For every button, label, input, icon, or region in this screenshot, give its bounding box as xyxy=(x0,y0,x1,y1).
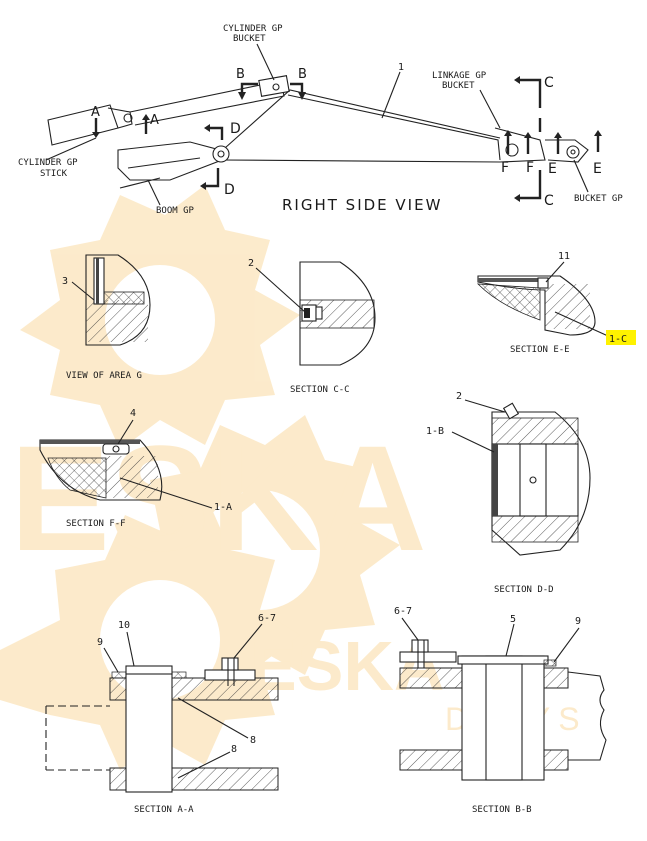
cut-d-bottom: D xyxy=(224,182,237,198)
cut-e-left: E xyxy=(548,161,559,177)
cut-e-right: E xyxy=(593,161,604,177)
a-a-title: SECTION A-A xyxy=(134,805,194,815)
f-f-callout-1a: 1-A xyxy=(214,502,232,513)
area-g-title: VIEW OF AREA G xyxy=(66,371,142,381)
b-b-callout-6-7: 6-7 xyxy=(394,606,412,617)
section-c-c: 2 SECTION C-C xyxy=(248,258,376,395)
callout-1: 1 xyxy=(398,62,404,73)
watermark-brand: ESKA xyxy=(10,414,427,582)
b-b-callout-5: 5 xyxy=(510,614,516,625)
cut-a-right: A xyxy=(150,113,161,128)
a-a-callout-9: 9 xyxy=(97,637,103,648)
view-title: RIGHT SIDE VIEW xyxy=(282,196,442,214)
a-a-callout-8-upper: 8 xyxy=(250,735,256,746)
f-f-title: SECTION F-F xyxy=(66,519,126,529)
section-b-b: 6-7 5 9 SECTION B-B xyxy=(394,606,607,815)
label-cylinder-stick-2: STICK xyxy=(40,169,68,179)
b-b-callout-9: 9 xyxy=(575,616,581,627)
d-d-title: SECTION D-D xyxy=(494,585,554,595)
label-cylinder-bucket-1: CYLINDER GP xyxy=(223,24,283,34)
b-b-title: SECTION B-B xyxy=(472,805,532,815)
label-boom-gp: BOOM GP xyxy=(156,206,195,216)
a-a-callout-10: 10 xyxy=(118,620,130,631)
a-a-callout-6-7: 6-7 xyxy=(258,613,276,624)
d-d-callout-1b: 1-B xyxy=(426,426,444,437)
a-a-callout-8-lower: 8 xyxy=(231,744,237,755)
section-a-a: 9 10 6-7 8 8 SECTION A-A xyxy=(45,613,279,815)
e-e-title: SECTION E-E xyxy=(510,345,570,355)
cut-c-bottom: C xyxy=(544,193,556,209)
f-f-callout-4: 4 xyxy=(130,408,136,419)
label-bucket-gp: BUCKET GP xyxy=(574,194,623,204)
label-cylinder-bucket-2: BUCKET xyxy=(233,34,266,44)
section-f-f: 4 1-A SECTION F-F xyxy=(39,408,232,529)
cut-a-left: A xyxy=(91,105,102,120)
label-linkage-2: BUCKET xyxy=(442,81,475,91)
cut-b-left: B xyxy=(236,67,247,82)
right-side-view: 1 A A B B C C D D F F xyxy=(18,24,623,216)
watermark-brand-small: ESKA xyxy=(250,627,444,705)
cut-c-top: C xyxy=(544,75,556,91)
d-d-callout-2: 2 xyxy=(456,391,462,402)
section-e-e: 11 1-C SECTION E-E xyxy=(476,251,636,355)
cut-d-top: D xyxy=(230,121,243,137)
cut-b-right: B xyxy=(298,67,309,82)
c-c-callout-2: 2 xyxy=(248,258,254,269)
label-linkage-1: LINKAGE GP xyxy=(432,71,487,81)
section-d-d: 2 1-B SECTION D-D xyxy=(426,391,591,595)
area-g-callout-3: 3 xyxy=(62,276,68,287)
e-e-callout-11: 11 xyxy=(558,251,570,262)
cut-f-right: F xyxy=(526,160,536,176)
view-area-g: 3 VIEW OF AREA G xyxy=(62,254,151,381)
c-c-title: SECTION C-C xyxy=(290,385,350,395)
label-cylinder-stick-1: CYLINDER GP xyxy=(18,158,78,168)
cut-f-left: F xyxy=(501,160,511,176)
e-e-callout-1c: 1-C xyxy=(609,334,627,345)
highlight-marker xyxy=(606,330,636,345)
